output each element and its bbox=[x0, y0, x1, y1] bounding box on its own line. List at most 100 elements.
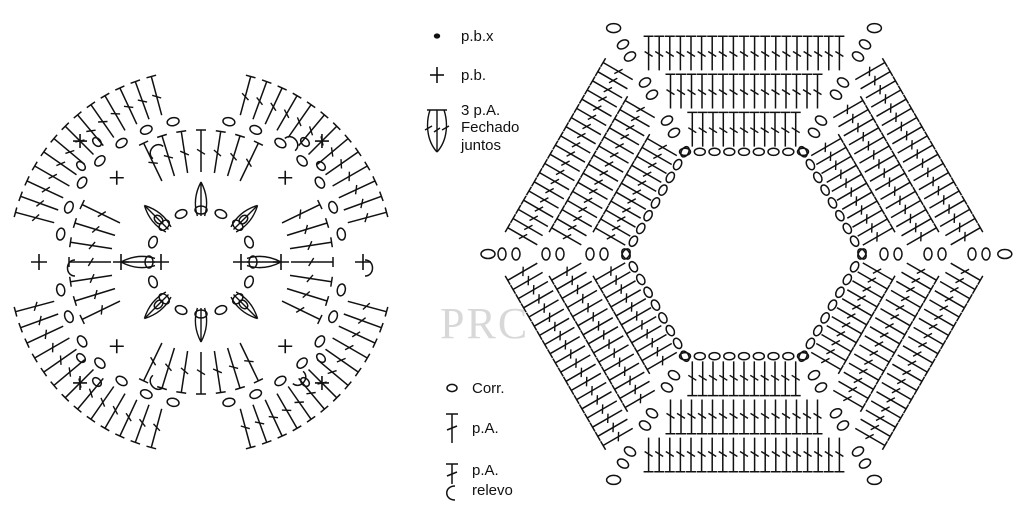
double-crochet-slash bbox=[918, 341, 928, 348]
double-crochet-stitch bbox=[18, 191, 59, 211]
double-crochet-stitch bbox=[264, 399, 288, 439]
chain-stitch bbox=[166, 397, 180, 408]
round-single-crochets bbox=[31, 134, 371, 390]
double-crochet-slash bbox=[256, 96, 264, 106]
double-crochet-stitch bbox=[156, 133, 176, 177]
chain-stitch bbox=[767, 147, 780, 157]
single-crochet-stitch bbox=[233, 254, 249, 270]
double-crochet-slash bbox=[739, 450, 749, 458]
double-crochet-slash bbox=[824, 450, 834, 458]
chain-stitch bbox=[812, 324, 823, 337]
double-crochet-slash bbox=[555, 169, 565, 176]
double-crochet-slash bbox=[351, 331, 361, 338]
double-crochet-stitch bbox=[146, 74, 163, 116]
double-crochet-slash bbox=[729, 89, 738, 96]
chain-stitch bbox=[147, 235, 159, 249]
round-corner-chains bbox=[75, 136, 327, 388]
double-crochet-slash bbox=[608, 77, 618, 84]
legend-label-slip-stitch: p.b.x bbox=[461, 28, 494, 45]
double-crochet-slash bbox=[835, 50, 844, 58]
double-crochet-slash bbox=[571, 141, 581, 148]
double-crochet-slash bbox=[330, 147, 334, 157]
double-crochet-slash bbox=[698, 374, 708, 381]
double-crochet-stitch bbox=[325, 147, 362, 176]
double-crochet-slash bbox=[771, 50, 781, 58]
chain-stitch bbox=[623, 446, 637, 457]
double-crochet-stitch bbox=[592, 262, 626, 285]
double-crochet-stitch bbox=[24, 325, 64, 349]
double-crochet-slash bbox=[654, 50, 664, 58]
double-crochet-slash bbox=[780, 374, 790, 381]
single-crochet-stitch bbox=[355, 254, 371, 270]
chain-stitch bbox=[814, 382, 828, 393]
legend-label-double-crochet: p.A. bbox=[472, 420, 499, 437]
three-dc-cluster-icon bbox=[424, 109, 450, 153]
chain-stitch bbox=[693, 147, 707, 157]
double-crochet-slash bbox=[813, 89, 822, 96]
double-crochet-slash bbox=[802, 89, 812, 96]
post-stitch-mark bbox=[284, 135, 299, 152]
double-crochet-slash bbox=[923, 332, 933, 339]
chain-stitch bbox=[497, 247, 507, 261]
chain-icon bbox=[446, 383, 458, 393]
double-crochet-slash bbox=[905, 286, 915, 293]
chain-stitch bbox=[796, 351, 810, 361]
double-crochet-slash bbox=[792, 450, 802, 458]
round-motif-chart bbox=[13, 74, 389, 450]
double-crochet-stitch bbox=[239, 408, 256, 450]
double-crochet-slash bbox=[729, 374, 739, 381]
double-crochet-slash bbox=[858, 368, 868, 375]
chain-stitch bbox=[91, 136, 103, 148]
double-crochet-stitch bbox=[176, 129, 189, 174]
chain-stitch bbox=[879, 247, 889, 261]
double-crochet-slash bbox=[627, 198, 637, 204]
double-crochet-slash bbox=[48, 173, 58, 180]
hexagon-motif-chart bbox=[480, 22, 1013, 486]
chain-stitch bbox=[541, 247, 551, 261]
double-crochet-slash bbox=[560, 160, 570, 167]
single-crochet-stitch bbox=[273, 254, 289, 270]
double-crochet-stitch bbox=[213, 350, 226, 395]
double-crochet-stitch bbox=[130, 79, 150, 120]
double-crochet-slash bbox=[750, 412, 759, 419]
double-crochet-stitch bbox=[287, 386, 316, 423]
double-crochet-slash bbox=[718, 412, 728, 419]
chain-stitch bbox=[842, 222, 853, 235]
double-crochet-slash bbox=[676, 89, 686, 96]
double-crochet-slash bbox=[179, 150, 190, 156]
chain-stitch bbox=[274, 137, 287, 149]
double-crochet-slash bbox=[846, 313, 856, 319]
double-crochet-stitch bbox=[72, 217, 116, 237]
chain-stitch bbox=[672, 337, 683, 350]
double-crochet-slash bbox=[59, 355, 62, 365]
round-post-marks bbox=[66, 135, 374, 391]
double-crochet-slash bbox=[770, 127, 780, 134]
double-crochet-slash bbox=[792, 412, 801, 419]
double-crochet-slash bbox=[613, 68, 623, 75]
chain-stitch bbox=[650, 197, 661, 209]
double-crochet-stitch bbox=[504, 262, 538, 285]
double-crochet-slash bbox=[791, 374, 801, 381]
double-crochet-slash bbox=[573, 215, 583, 222]
double-crochet-stitch bbox=[950, 223, 984, 246]
double-crochet-slash bbox=[853, 377, 863, 384]
chain-stitch bbox=[249, 388, 263, 400]
double-crochet-slash bbox=[697, 450, 706, 458]
chain-stitch bbox=[829, 407, 843, 419]
chain-stitch bbox=[174, 304, 188, 316]
double-crochet-slash bbox=[666, 89, 675, 96]
chain-stitch bbox=[63, 200, 75, 214]
chain-stitch bbox=[665, 324, 676, 337]
chain-stitch bbox=[858, 39, 872, 50]
double-crochet-slash bbox=[240, 425, 251, 430]
chain-stitch bbox=[820, 312, 831, 324]
chain-stitch bbox=[805, 337, 816, 350]
chain-stitch bbox=[299, 136, 311, 148]
chain-stitch bbox=[63, 310, 75, 324]
double-crochet-slash bbox=[916, 268, 926, 275]
double-crochet-slash bbox=[708, 127, 718, 134]
double-crochet-slash bbox=[615, 142, 625, 149]
double-crochet-slash bbox=[652, 153, 662, 160]
legend-top: p.b.x p.b. 3 p.A. Fechado juntos bbox=[424, 28, 519, 154]
double-crochet-slash bbox=[875, 415, 885, 422]
